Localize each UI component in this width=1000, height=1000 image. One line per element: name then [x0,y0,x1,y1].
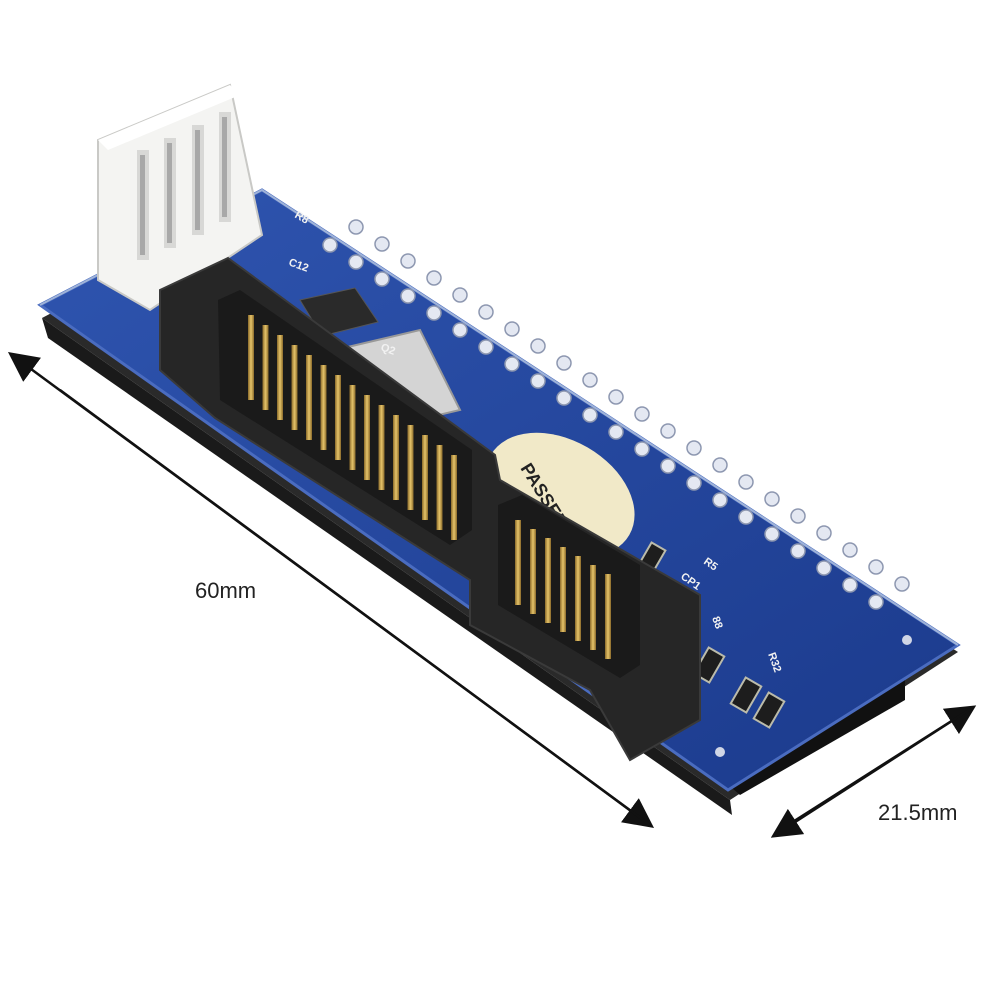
sata-power-pin [335,375,341,460]
header-pin [530,338,546,354]
header-pin [426,305,442,321]
header-pin [816,560,832,576]
header-pin [322,237,338,253]
header-pin [842,542,858,558]
header-pin [452,287,468,303]
header-pin [400,253,416,269]
header-pin [478,304,494,320]
header-pin [712,492,728,508]
header-pin [374,271,390,287]
header-pin [634,406,650,422]
sata-data-pins [515,520,611,659]
sata-power-pin [248,315,254,400]
header-pin [660,423,676,439]
header-pin [348,219,364,235]
header-pin [452,322,468,338]
mounting-hole [902,635,912,645]
header-pin [712,457,728,473]
header-pin [530,373,546,389]
header-pin [400,288,416,304]
silk-q2: Q2 [379,342,397,358]
header-pin [894,576,910,592]
header-pin [868,594,884,610]
header-pin [738,474,754,490]
sata-data-pin [545,538,551,623]
sata-power-pin [378,405,385,490]
header-pin [686,440,702,456]
header-pin [764,526,780,542]
header-pin [582,407,598,423]
width-label: 21.5mm [878,800,957,825]
header-pin [608,424,624,440]
header-pin [582,372,598,388]
sata-data-pin [575,556,581,641]
sata-power-pins [248,315,457,540]
sata-power-pin [364,395,370,480]
header-pin [764,491,780,507]
sata-power-pin [277,335,283,420]
sata-data-pin [530,529,536,614]
header-pin [348,254,364,270]
sata-power-pin [306,355,312,440]
header-pin [790,543,806,559]
header-pin [790,508,806,524]
header-pin [738,509,754,525]
sata-data-pin [605,574,611,659]
sata-data-pin [560,547,566,632]
header-pin [816,525,832,541]
sata-power-pin [262,325,269,410]
header-pin [426,270,442,286]
header-pin [634,441,650,457]
header-pin [868,559,884,575]
header-pin [504,321,520,337]
length-dimension-arrow [7,352,655,828]
sata-power-pin [349,385,356,470]
sata-power-pin [407,425,414,510]
sata-power-pin [422,435,428,520]
sata-power-pin [451,455,457,540]
ide-pin-header [322,219,910,610]
header-pin [660,458,676,474]
width-dimension-arrow [770,705,977,838]
header-pin [686,475,702,491]
molex-power-connector [97,83,264,312]
sata-power-pin [291,345,298,430]
sata-power-pin [436,445,443,530]
silk-r-a: 88 [709,615,724,631]
header-pin [842,577,858,593]
header-pin [556,355,572,371]
header-pin [504,356,520,372]
smd-resistors [639,541,786,729]
header-pin [556,390,572,406]
sata-data-pin [590,565,596,650]
header-pin [374,236,390,252]
header-pin [478,339,494,355]
header-pin [608,389,624,405]
length-label: 60mm [195,578,256,603]
sata-power-pin [320,365,327,450]
mounting-hole [715,747,725,757]
sata-power-pin [393,415,399,500]
sata-data-pin [515,520,521,605]
